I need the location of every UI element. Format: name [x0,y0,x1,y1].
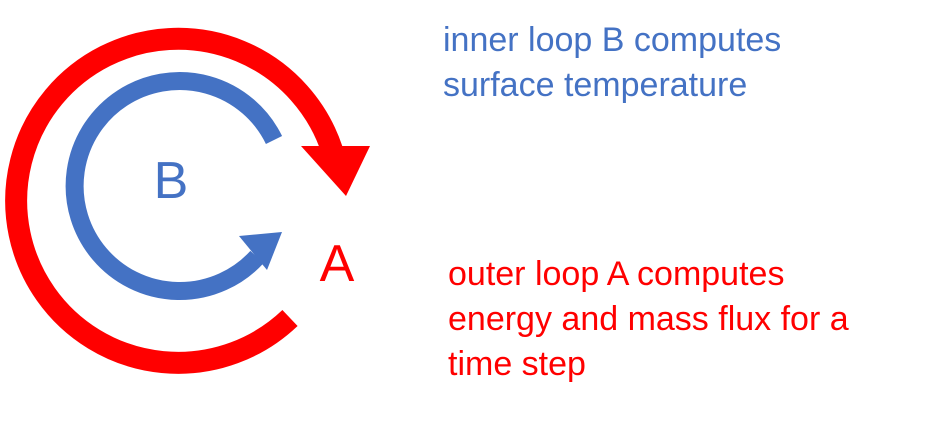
inner-loop-arrowhead [239,232,282,270]
inner-caption-line-2: surface temperature [443,66,748,104]
outer-loop-arrowhead [301,146,370,196]
outer-loop-arc [5,27,343,374]
inner-loop-letter: B [154,152,189,210]
outer-caption-line-3: time step [448,345,586,383]
outer-caption-line-1: outer loop A computes [448,255,785,293]
inner-loop-arc [65,72,283,300]
inner-caption-line-1: inner loop B computes [443,21,782,59]
outer-caption-line-2: energy and mass flux for a [448,300,849,338]
inner-loop-caption: inner loop B computes surface temperatur… [443,18,903,108]
outer-loop-letter: A [320,235,355,293]
outer-loop-caption: outer loop A computes energy and mass fl… [448,252,918,387]
